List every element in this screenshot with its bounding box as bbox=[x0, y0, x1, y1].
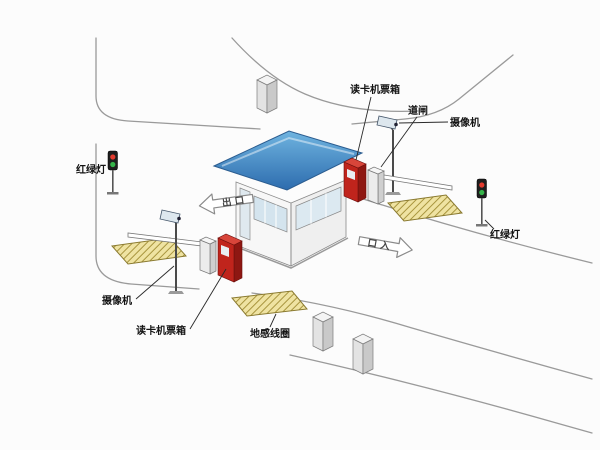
label-card-reader-top: 读卡机票箱 bbox=[350, 83, 400, 96]
bollard-bottom-2 bbox=[352, 333, 374, 375]
road-curb-top-far bbox=[231, 37, 419, 113]
green-lamp-icon bbox=[110, 161, 116, 168]
camera-pole-left bbox=[159, 209, 184, 294]
reader-top bbox=[217, 233, 243, 246]
entry-arrow-shape bbox=[357, 236, 413, 259]
reader-top bbox=[343, 157, 367, 169]
leader-camera-left bbox=[135, 265, 175, 300]
reader-front bbox=[217, 237, 235, 283]
label-ground-loop: 地感线圈 bbox=[250, 327, 290, 340]
road-curb-top-left bbox=[95, 37, 261, 130]
exit-arrow: 出 口 bbox=[198, 193, 255, 215]
green-lamp-icon bbox=[479, 189, 485, 196]
booth-roof bbox=[212, 130, 364, 191]
card-reader-exit bbox=[217, 233, 243, 283]
red-lamp-icon bbox=[479, 182, 485, 188]
label-traffic-light-right: 红绿灯 bbox=[490, 228, 520, 241]
bollard-front-face bbox=[312, 316, 324, 352]
road-curb-entry-lane bbox=[359, 197, 593, 264]
leader-camera-right bbox=[398, 121, 449, 124]
leader-reader-top bbox=[355, 96, 372, 161]
labels: 读卡机票箱 道闸 摄像机 红绿灯 摄像机 读卡机票箱 地感线圈 红绿灯 bbox=[76, 83, 520, 340]
bollard-top bbox=[256, 74, 278, 114]
ground-loop-entry bbox=[387, 194, 463, 222]
leader-reader-bottom bbox=[189, 268, 227, 330]
traffic-light-base bbox=[476, 224, 488, 227]
reader-side bbox=[357, 163, 367, 203]
bollard-front-face bbox=[352, 338, 364, 375]
label-traffic-light-left: 红绿灯 bbox=[76, 163, 106, 176]
barrier-housing-top bbox=[367, 166, 385, 175]
reader-front bbox=[343, 161, 359, 203]
traffic-light-left bbox=[107, 150, 119, 195]
camera-pole-right bbox=[376, 115, 401, 195]
road-curb-bottom-center bbox=[251, 292, 593, 380]
bollard-side-face bbox=[322, 316, 334, 352]
exit-arrow-shape bbox=[198, 193, 255, 215]
label-card-reader-bottom: 读卡机票箱 bbox=[136, 324, 186, 337]
bollard-side-face bbox=[362, 338, 374, 375]
label-barrier-gate: 道闸 bbox=[408, 104, 428, 117]
camera-icon bbox=[159, 209, 181, 224]
booth-base-skirt bbox=[233, 237, 349, 269]
barrier-housing-side bbox=[209, 240, 217, 275]
red-lamp-icon bbox=[110, 154, 116, 160]
card-reader-entry bbox=[343, 157, 367, 203]
leader-loop bbox=[269, 313, 277, 328]
leader-gate bbox=[380, 116, 418, 168]
entry-arrow-label: 口 入 bbox=[367, 238, 391, 253]
leader-light-right bbox=[484, 219, 495, 230]
exit-arrow-label: 出 口 bbox=[221, 194, 245, 209]
traffic-light-base bbox=[107, 192, 119, 195]
booth-roof-sheen bbox=[221, 136, 355, 167]
booth-window-left bbox=[253, 195, 288, 233]
guard-booth bbox=[212, 130, 364, 269]
ground-loop-bottom bbox=[231, 290, 308, 317]
entry-arrow: 口 入 bbox=[357, 236, 413, 259]
entry-barrier-gate bbox=[367, 166, 453, 205]
road-curb-top-right bbox=[351, 54, 514, 125]
traffic-light-head-icon bbox=[476, 178, 487, 199]
barrier-housing-front bbox=[367, 169, 379, 205]
bollard-side-face bbox=[266, 79, 278, 114]
label-camera-right: 摄像机 bbox=[450, 116, 480, 129]
camera-pole-base bbox=[385, 192, 401, 195]
reader-screen bbox=[347, 169, 355, 180]
traffic-light-right bbox=[476, 178, 488, 227]
traffic-light-head-icon bbox=[107, 150, 118, 171]
ground-loop-exit bbox=[111, 237, 187, 265]
camera-lens-icon bbox=[394, 122, 398, 127]
ground-loops bbox=[111, 194, 463, 317]
barrier-housing-front bbox=[199, 239, 211, 275]
barrier-arm bbox=[377, 173, 453, 191]
bollard-bottom-1 bbox=[312, 311, 334, 352]
camera-pole-base bbox=[168, 291, 184, 294]
bollard-front-face bbox=[256, 79, 268, 114]
barrier-housing-side bbox=[377, 170, 385, 205]
camera-icon bbox=[376, 115, 398, 130]
road-curb-bottom-right bbox=[289, 354, 593, 434]
label-camera-left: 摄像机 bbox=[102, 294, 132, 307]
reader-screen bbox=[221, 245, 229, 257]
reader-side bbox=[233, 240, 243, 283]
road-curb-bottom-left bbox=[95, 143, 200, 290]
camera-lens-icon bbox=[177, 216, 181, 221]
exit-barrier-gate bbox=[127, 232, 217, 275]
road-network bbox=[95, 37, 593, 434]
barrier-housing-top bbox=[199, 236, 217, 245]
leader-lines bbox=[135, 96, 495, 330]
